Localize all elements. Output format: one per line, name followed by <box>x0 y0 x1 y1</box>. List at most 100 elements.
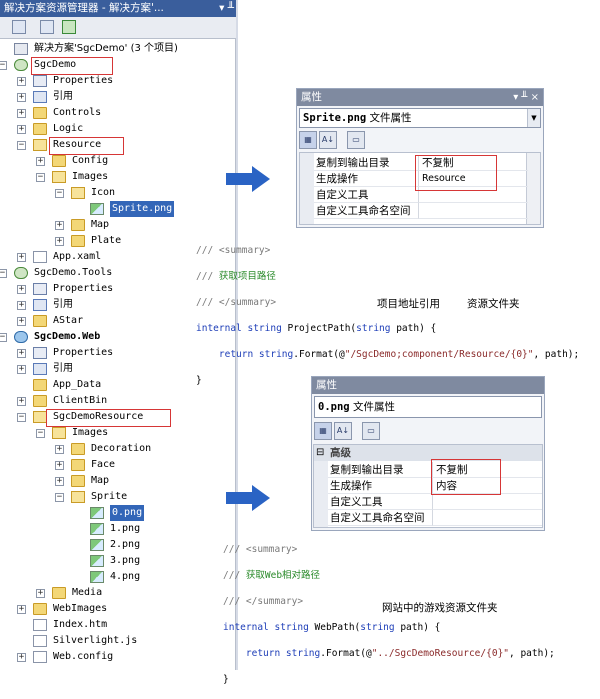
property-pages-icon[interactable]: ▭ <box>362 422 380 440</box>
expand-icon[interactable]: + <box>17 652 26 662</box>
collapse-icon[interactable]: − <box>55 492 64 502</box>
tree-item-2-png[interactable]: 2.png <box>0 537 236 553</box>
tree-item-images[interactable]: −Images <box>0 425 236 441</box>
expand-icon[interactable]: + <box>36 156 45 166</box>
tree-item-label: App.xaml <box>53 251 102 262</box>
collapse-icon[interactable]: − <box>0 332 7 342</box>
tree-item-astar[interactable]: +AStar <box>0 313 236 329</box>
tree-item-sgcdemo-tools[interactable]: −SgcDemo.Tools <box>0 265 236 281</box>
tree-item-0-png[interactable]: 0.png <box>0 505 236 521</box>
tree-item-properties[interactable]: +Properties <box>0 281 236 297</box>
expand-icon[interactable]: + <box>17 108 26 118</box>
category-row[interactable]: ⊟ 高级 <box>314 445 542 461</box>
highlight-sgcdemo <box>31 57 113 75</box>
tree-item-[interactable]: +引用 <box>0 361 236 377</box>
object-selector[interactable]: 0.png 文件属性 <box>314 396 542 418</box>
tree-item-web-config[interactable]: +Web.config <box>0 649 236 665</box>
dropdown-arrow-icon[interactable]: ▼ <box>527 109 540 127</box>
tree-item-label: Map <box>91 219 110 230</box>
tree-item-app-xaml[interactable]: + App.xaml <box>0 249 236 265</box>
tree-item-label: WebImages <box>53 603 108 614</box>
tree-item-4-png[interactable]: 4.png <box>0 569 236 585</box>
folder-icon <box>33 315 47 327</box>
collapse-icon[interactable]: − <box>0 268 7 278</box>
tree-item-1-png[interactable]: 1.png <box>0 521 236 537</box>
expand-icon[interactable]: + <box>17 396 26 406</box>
expand-icon[interactable]: + <box>17 604 26 614</box>
panel-controls-icon[interactable]: ▾ ╨ × <box>513 92 539 103</box>
tree-item-index-htm[interactable]: Index.htm <box>0 617 236 633</box>
expand-icon[interactable]: + <box>55 236 64 246</box>
tree-item-config[interactable]: +Config <box>0 153 236 169</box>
expand-icon[interactable]: + <box>17 316 26 326</box>
js-file-icon <box>33 635 47 647</box>
object-selector[interactable]: Sprite.png 文件属性 ▼ <box>299 108 541 128</box>
show-all-files-icon[interactable] <box>40 20 54 34</box>
tree-item-webimages[interactable]: + WebImages <box>0 601 236 617</box>
tree-item-icon[interactable]: −Icon <box>0 185 236 201</box>
categorized-icon[interactable]: ▦ <box>299 131 317 149</box>
tree-item-label: 1.png <box>110 523 141 534</box>
tree-item-[interactable]: +引用 <box>0 89 236 105</box>
collapse-icon[interactable]: − <box>36 172 45 182</box>
tree-item-properties[interactable]: +Properties <box>0 73 236 89</box>
solution-explorer-title-bar: 解决方案资源管理器 - 解决方案'... ▾ ╨ <box>0 0 236 17</box>
tree-item-resource[interactable]: −Resource <box>0 137 236 153</box>
tree-item-logic[interactable]: +Logic <box>0 121 236 137</box>
tree-item-map[interactable]: + Map <box>0 217 236 233</box>
collapse-icon[interactable]: − <box>0 60 7 70</box>
scrollbar[interactable] <box>526 153 540 224</box>
pin-icon[interactable]: ▾ ╨ <box>219 2 234 14</box>
tree-item-sgcdemo[interactable]: −SgcDemo <box>0 57 236 73</box>
expand-icon[interactable]: + <box>17 284 26 294</box>
alphabetical-icon[interactable]: A↓ <box>319 131 337 149</box>
tree-item-media[interactable]: +Media <box>0 585 236 601</box>
alphabetical-icon[interactable]: A↓ <box>334 422 352 440</box>
expand-icon[interactable]: + <box>55 476 64 486</box>
tree-item-app-data[interactable]: App_Data <box>0 377 236 393</box>
expand-icon[interactable]: + <box>55 460 64 470</box>
tree-item-sprite[interactable]: −Sprite <box>0 489 236 505</box>
refresh-icon[interactable] <box>62 20 76 34</box>
folder-icon <box>71 459 85 471</box>
categorized-icon[interactable]: ▦ <box>314 422 332 440</box>
config-file-icon <box>33 651 47 663</box>
highlight-resource <box>49 137 124 155</box>
folder-icon <box>71 219 85 231</box>
collapse-icon[interactable]: − <box>36 428 45 438</box>
expand-icon[interactable]: + <box>17 124 26 134</box>
expand-icon[interactable]: + <box>17 348 26 358</box>
properties-panel-sprite: 属性 ▾ ╨ × Sprite.png 文件属性 ▼ ▦ A↓ ▭ 复制到输出目… <box>296 88 544 228</box>
tree-item-3-png[interactable]: 3.png <box>0 553 236 569</box>
tree-item-silverlight-js[interactable]: Silverlight.js <box>0 633 236 649</box>
collapse-icon[interactable]: − <box>17 140 26 150</box>
properties-toolbar: ▦ A↓ ▭ <box>314 421 542 441</box>
tree-item-decoration[interactable]: +Decoration <box>0 441 236 457</box>
tree-item-sgcdemo-web[interactable]: −SgcDemo.Web <box>0 329 236 345</box>
expand-icon[interactable]: + <box>36 588 45 598</box>
tree-item-face[interactable]: +Face <box>0 457 236 473</box>
properties-button-icon[interactable] <box>12 20 26 34</box>
tree-item-sprite-png[interactable]: Sprite.png <box>0 201 236 217</box>
property-pages-icon[interactable]: ▭ <box>347 131 365 149</box>
collapse-icon[interactable]: − <box>55 188 64 198</box>
collapse-icon[interactable]: ⊟ <box>316 447 325 458</box>
expand-icon[interactable]: + <box>55 220 64 230</box>
expand-icon[interactable]: + <box>17 252 26 262</box>
tree-item-images[interactable]: −Images <box>0 169 236 185</box>
tree-item-properties[interactable]: +Properties <box>0 345 236 361</box>
tree-item-map[interactable]: +Map <box>0 473 236 489</box>
tree-item-label: Controls <box>53 107 102 118</box>
expand-icon[interactable]: + <box>17 364 26 374</box>
tree-item-controls[interactable]: + Controls <box>0 105 236 121</box>
tree-item-[interactable]: +引用 <box>0 297 236 313</box>
tree-item-sgcdemoresource[interactable]: −SgcDemoResource <box>0 409 236 425</box>
expand-icon[interactable]: + <box>55 444 64 454</box>
expand-icon[interactable]: + <box>17 92 26 102</box>
highlight-sgcdemoresource <box>46 409 171 427</box>
expand-icon[interactable]: + <box>17 76 26 86</box>
tree-item-clientbin[interactable]: +ClientBin <box>0 393 236 409</box>
tree-item-plate[interactable]: +Plate <box>0 233 236 249</box>
expand-icon[interactable]: + <box>17 300 26 310</box>
collapse-icon[interactable]: − <box>17 412 26 422</box>
